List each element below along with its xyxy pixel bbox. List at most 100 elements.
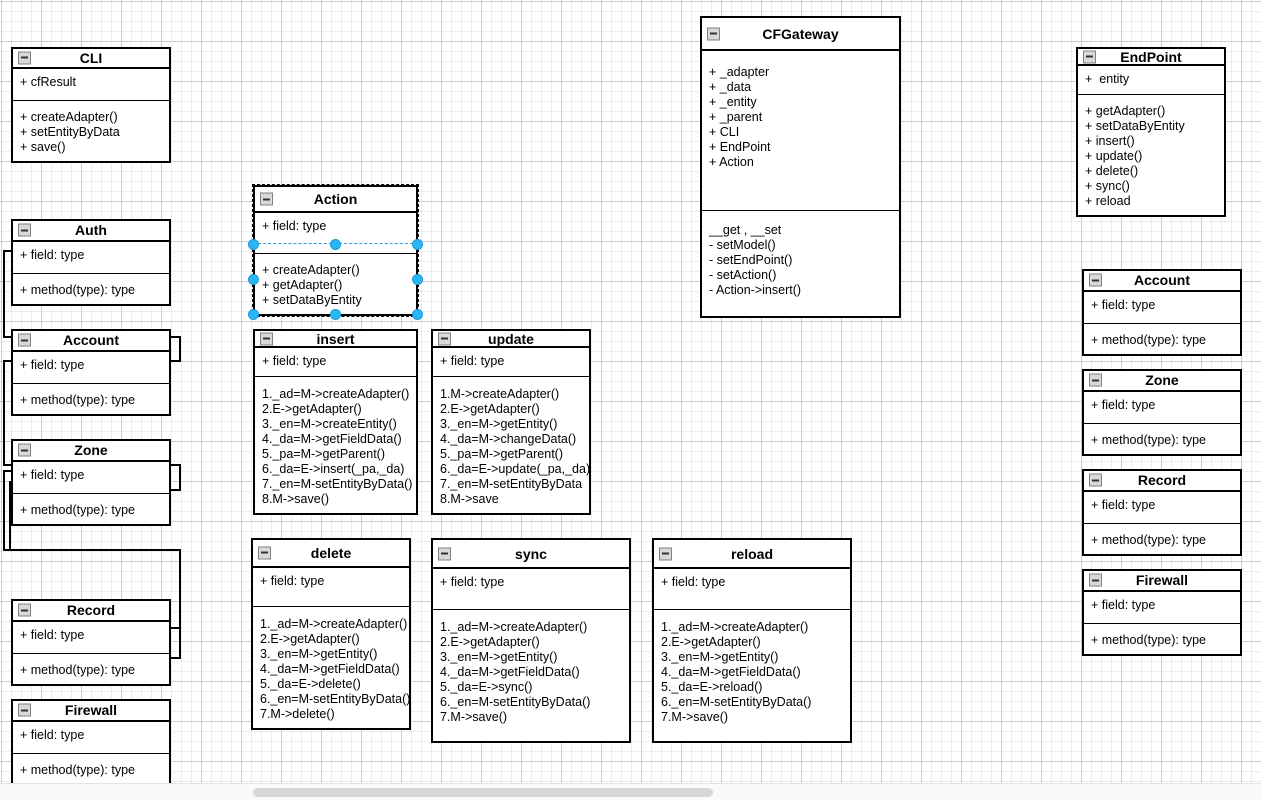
collapse-minus-icon[interactable] (258, 546, 271, 560)
class-attributes-account-right[interactable]: + field: type (1084, 292, 1240, 324)
class-title-bar-insert[interactable]: insert (255, 331, 416, 349)
horizontal-scrollbar-thumb[interactable] (253, 788, 713, 797)
class-box-firewall-left[interactable]: Firewall + field: type + method(type): t… (11, 699, 171, 786)
resize-handle-s[interactable] (330, 309, 341, 320)
collapse-minus-icon[interactable] (659, 547, 672, 560)
class-title-bar-firewall-right[interactable]: Firewall (1084, 571, 1240, 592)
collapse-minus-icon[interactable] (1089, 273, 1102, 287)
class-title-bar-update[interactable]: update (433, 331, 589, 349)
class-operations-cfgateway[interactable]: __get , __set - setModel() - setEndPoint… (709, 223, 802, 297)
class-box-insert[interactable]: insert + field: type 1._ad=M->createAdap… (253, 329, 418, 515)
collapse-minus-icon[interactable] (18, 703, 31, 717)
collapse-minus-icon[interactable] (438, 547, 451, 560)
class-operations-cli[interactable]: + createAdapter() + setEntityByData + sa… (20, 110, 120, 154)
resize-handle-nw[interactable] (248, 239, 259, 250)
class-title-bar-zone-right[interactable]: Zone (1084, 371, 1240, 392)
class-box-delete[interactable]: delete + field: type 1._ad=M->createAdap… (251, 538, 411, 730)
collapse-minus-icon[interactable] (438, 332, 451, 346)
resize-handle-sw[interactable] (248, 309, 259, 320)
class-title-bar-endpoint[interactable]: EndPoint (1078, 49, 1224, 67)
class-operations-insert[interactable]: 1._ad=M->createAdapter() 2.E->getAdapter… (262, 387, 413, 506)
class-box-account-right[interactable]: Account + field: type + method(type): ty… (1082, 269, 1242, 356)
collapse-minus-icon[interactable] (1089, 473, 1102, 487)
collapse-minus-icon[interactable] (18, 333, 31, 347)
class-attributes-cfgateway[interactable]: + _adapter + _data + _entity + _parent +… (702, 51, 899, 211)
class-attributes-account-left[interactable]: + field: type (13, 352, 169, 384)
class-operations-account-left[interactable]: + method(type): type (20, 393, 135, 407)
class-title-bar-cli[interactable]: CLI (13, 49, 169, 69)
collapse-minus-icon[interactable] (1089, 573, 1102, 587)
class-box-auth-left[interactable]: Auth + field: type + method(type): type (11, 219, 171, 306)
class-box-zone-right[interactable]: Zone + field: type + method(type): type (1082, 369, 1242, 456)
collapse-minus-icon[interactable] (707, 27, 720, 40)
collapse-minus-icon[interactable] (18, 443, 31, 457)
resize-handle-e[interactable] (412, 274, 423, 285)
collapse-minus-icon[interactable] (18, 603, 31, 617)
class-operations-reload[interactable]: 1._ad=M->createAdapter() 2.E->getAdapter… (661, 620, 812, 724)
class-operations-zone-right[interactable]: + method(type): type (1091, 433, 1206, 447)
class-operations-sync[interactable]: 1._ad=M->createAdapter() 2.E->getAdapter… (440, 620, 591, 724)
resize-handle-ne[interactable] (412, 239, 423, 250)
class-box-endpoint[interactable]: EndPoint + entity + getAdapter() + setDa… (1076, 47, 1226, 217)
collapse-minus-icon[interactable] (1083, 50, 1096, 64)
class-attributes-sync[interactable]: + field: type (433, 569, 629, 610)
class-operations-record-right[interactable]: + method(type): type (1091, 533, 1206, 547)
class-attributes-record-right[interactable]: + field: type (1084, 492, 1240, 524)
class-box-cli[interactable]: CLI + cfResult + createAdapter() + setEn… (11, 47, 171, 163)
class-box-update[interactable]: update + field: type 1.M->createAdapter(… (431, 329, 591, 515)
resize-handle-se[interactable] (412, 309, 423, 320)
resize-handle-w[interactable] (248, 274, 259, 285)
class-operations-update[interactable]: 1.M->createAdapter() 2.E->getAdapter() 3… (440, 387, 591, 506)
class-title-bar-action[interactable]: Action (255, 187, 416, 214)
class-box-account-left[interactable]: Account + field: type + method(type): ty… (11, 329, 171, 416)
class-attributes-firewall-right[interactable]: + field: type (1084, 592, 1240, 624)
class-box-record-left[interactable]: Record + field: type + method(type): typ… (11, 599, 171, 686)
collapse-minus-icon[interactable] (260, 192, 273, 206)
class-attributes-action[interactable]: + field: type (255, 213, 416, 254)
class-title-bar-account-left[interactable]: Account (13, 331, 169, 352)
class-title-bar-record-left[interactable]: Record (13, 601, 169, 622)
class-operations-zone-left[interactable]: + method(type): type (20, 503, 135, 517)
class-title-bar-delete[interactable]: delete (253, 540, 409, 568)
class-title-bar-firewall-left[interactable]: Firewall (13, 701, 169, 722)
class-box-firewall-right[interactable]: Firewall + field: type + method(type): t… (1082, 569, 1242, 656)
class-title-bar-zone-left[interactable]: Zone (13, 441, 169, 462)
class-attributes-update[interactable]: + field: type (433, 348, 589, 377)
class-box-sync[interactable]: sync + field: type 1._ad=M->createAdapte… (431, 538, 631, 743)
class-operations-firewall-right[interactable]: + method(type): type (1091, 633, 1206, 647)
class-box-cfgateway[interactable]: CFGateway + _adapter + _data + _entity +… (700, 16, 901, 318)
class-box-zone-left[interactable]: Zone + field: type + method(type): type (11, 439, 171, 526)
class-title-bar-sync[interactable]: sync (433, 540, 629, 569)
class-operations-delete[interactable]: 1._ad=M->createAdapter() 2.E->getAdapter… (260, 617, 411, 721)
class-box-record-right[interactable]: Record + field: type + method(type): typ… (1082, 469, 1242, 556)
class-operations-auth-left[interactable]: + method(type): type (20, 283, 135, 297)
class-operations-action[interactable]: + createAdapter() + getAdapter() + setDa… (262, 263, 362, 307)
collapse-minus-icon[interactable] (260, 332, 273, 346)
class-attributes-cli[interactable]: + cfResult (13, 69, 169, 101)
class-box-action[interactable]: Action + field: type + createAdapter() +… (253, 185, 418, 316)
class-attributes-auth-left[interactable]: + field: type (13, 242, 169, 274)
collapse-minus-icon[interactable] (18, 51, 31, 65)
collapse-minus-icon[interactable] (18, 223, 31, 237)
class-title-bar-account-right[interactable]: Account (1084, 271, 1240, 292)
class-attributes-zone-left[interactable]: + field: type (13, 462, 169, 494)
collapse-minus-icon[interactable] (1089, 373, 1102, 387)
class-attributes-delete[interactable]: + field: type (253, 568, 409, 607)
class-attributes-firewall-left[interactable]: + field: type (13, 722, 169, 754)
class-title-bar-auth-left[interactable]: Auth (13, 221, 169, 242)
class-attributes-insert[interactable]: + field: type (255, 348, 416, 377)
class-operations-firewall-left[interactable]: + method(type): type (20, 763, 135, 777)
class-operations-record-left[interactable]: + method(type): type (20, 663, 135, 677)
class-attributes-record-left[interactable]: + field: type (13, 622, 169, 654)
class-title-bar-cfgateway[interactable]: CFGateway (702, 18, 899, 51)
class-attributes-reload[interactable]: + field: type (654, 569, 850, 610)
class-operations-account-right[interactable]: + method(type): type (1091, 333, 1206, 347)
class-attributes-endpoint[interactable]: + entity (1078, 66, 1224, 95)
class-box-reload[interactable]: reload + field: type 1._ad=M->createAdap… (652, 538, 852, 743)
resize-handle-n[interactable] (330, 239, 341, 250)
class-title-bar-reload[interactable]: reload (654, 540, 850, 569)
class-title-bar-record-right[interactable]: Record (1084, 471, 1240, 492)
class-operations-endpoint[interactable]: + getAdapter() + setDataByEntity + inser… (1085, 104, 1185, 208)
horizontal-scrollbar[interactable] (0, 783, 1261, 800)
